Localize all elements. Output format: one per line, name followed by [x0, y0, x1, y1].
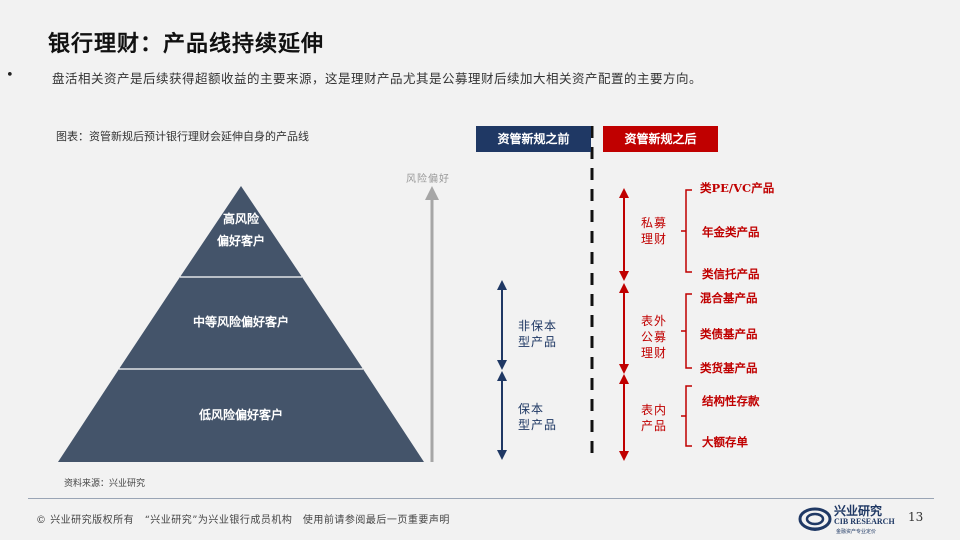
- before-group-principal: 保本 型产品: [518, 402, 558, 432]
- red-arrow-2: [619, 283, 629, 374]
- before-group-nonprincipal: 非保本 型产品: [518, 319, 558, 349]
- risk-arrow: [425, 186, 439, 462]
- pyramid-bottom: [58, 369, 424, 462]
- product-mixed-fund: 混合基产品: [700, 291, 758, 305]
- product-structured-deposit: 结构性存款: [702, 394, 760, 408]
- before-header: 资管新规之前: [476, 126, 591, 152]
- risk-axis-label: 风险偏好: [406, 174, 450, 185]
- product-trust: 类信托产品: [702, 267, 760, 281]
- footer-divider: [28, 498, 934, 499]
- logo-en: CIB RESEARCH: [834, 517, 895, 526]
- red-bracket-1: [681, 189, 692, 273]
- slide-title: 银行理财：产品线持续延伸: [48, 32, 325, 57]
- pyramid-bottom-label: 低风险偏好客户: [198, 408, 283, 422]
- after-group-public: 表外 公募 理财: [641, 314, 668, 360]
- red-bracket-2: [681, 293, 692, 369]
- page-number: 13: [908, 510, 924, 524]
- source-note: 资料来源：兴业研究: [64, 479, 146, 489]
- figure-caption: 图表：资管新规后预计银行理财会延伸自身的产品线: [56, 130, 309, 143]
- bullet-mark: •: [6, 68, 14, 83]
- red-bracket-3: [681, 385, 692, 447]
- red-arrow-3: [619, 374, 629, 461]
- product-pe-vc: 类PE/VC产品: [700, 181, 775, 195]
- product-money-fund: 类货基产品: [700, 361, 758, 375]
- logo-cn: 兴业研究: [834, 504, 883, 518]
- pyramid-middle: [119, 277, 363, 369]
- after-header: 资管新规之后: [603, 126, 718, 152]
- pyramid-top-label: 高风险 偏好客户: [216, 212, 265, 248]
- product-large-cd: 大额存单: [702, 435, 748, 449]
- product-bond-fund: 类债基产品: [700, 327, 758, 341]
- red-arrow-1: [619, 188, 629, 281]
- cib-logo-icon: [798, 507, 832, 531]
- navy-arrow-upper: [497, 280, 507, 370]
- logo-sub: 金融资产专业定价: [836, 529, 877, 535]
- navy-arrow-lower: [497, 371, 507, 460]
- product-annuity: 年金类产品: [702, 225, 760, 239]
- bullet-text: 盘活相关资产是后续获得超额收益的主要来源，这是理财产品尤其是公募理财后续加大相关…: [52, 71, 703, 86]
- after-group-onbalance: 表内 产品: [641, 403, 668, 433]
- pyramid-top: [180, 186, 302, 277]
- footer-text: © 兴业研究版权所有 “兴业研究”为兴业银行成员机构 使用前请参阅最后一页重要声…: [36, 515, 450, 526]
- copyright-icon: ©: [36, 515, 47, 526]
- after-group-private: 私募 理财: [641, 216, 668, 246]
- pyramid-middle-label: 中等风险偏好客户: [192, 315, 289, 329]
